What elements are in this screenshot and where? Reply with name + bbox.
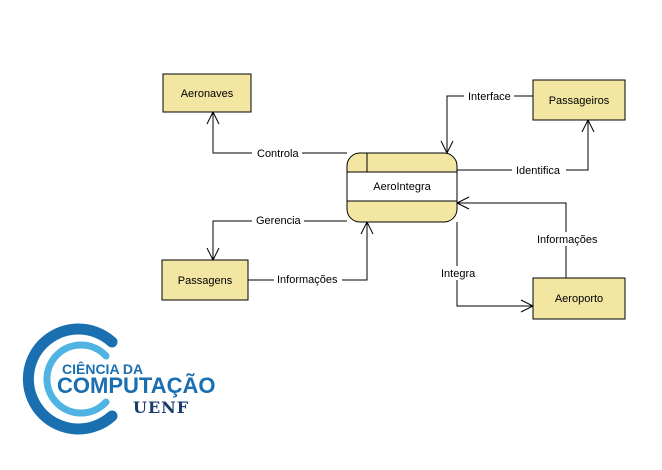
entity-label-aeronaves: Aeronaves <box>181 88 234 100</box>
process-aerointegra: AeroIntegra <box>346 152 458 223</box>
flow-identifica: Identifica <box>457 118 595 177</box>
flow-label-informacoes-passagens: Informações <box>277 274 338 286</box>
logo-ciencia-computacao-uenf: CIÊNCIA DA COMPUTAÇÃO UENF <box>22 323 215 435</box>
entity-label-passageiros: Passageiros <box>549 95 610 107</box>
flow-label-integra: Integra <box>441 268 476 280</box>
flow-label-gerencia: Gerencia <box>256 215 302 227</box>
flow-gerencia: Gerencia <box>206 213 347 262</box>
logo-text-uenf: UENF <box>133 398 189 417</box>
flow-controla: Controla <box>206 110 347 160</box>
logo-text-computacao: COMPUTAÇÃO <box>57 373 215 398</box>
flow-label-identifica: Identifica <box>516 165 561 177</box>
flow-label-controla: Controla <box>257 148 299 160</box>
flow-label-interface: Interface <box>468 91 511 103</box>
entity-label-aeroporto: Aeroporto <box>555 293 603 305</box>
logo-inner-ring <box>43 341 110 417</box>
entity-label-passagens: Passagens <box>178 275 233 287</box>
entity-aeronaves: Aeronaves <box>162 73 252 113</box>
flow-informacoes-aeroporto: Informações <box>455 196 602 278</box>
flow-integra: Integra <box>437 222 535 313</box>
logo-outer-ring <box>22 323 118 435</box>
entity-passageiros: Passageiros <box>532 79 626 121</box>
logo-text-ciencia-da: CIÊNCIA DA <box>62 360 143 377</box>
flow-interface: Interface <box>440 89 533 155</box>
entity-aeroporto: Aeroporto <box>532 277 626 320</box>
flow-label-informacoes-aeroporto: Informações <box>537 234 598 246</box>
flow-informacoes-passagens: Informações <box>248 220 374 286</box>
process-name: AeroIntegra <box>373 181 431 193</box>
entity-passagens: Passagens <box>161 259 249 301</box>
